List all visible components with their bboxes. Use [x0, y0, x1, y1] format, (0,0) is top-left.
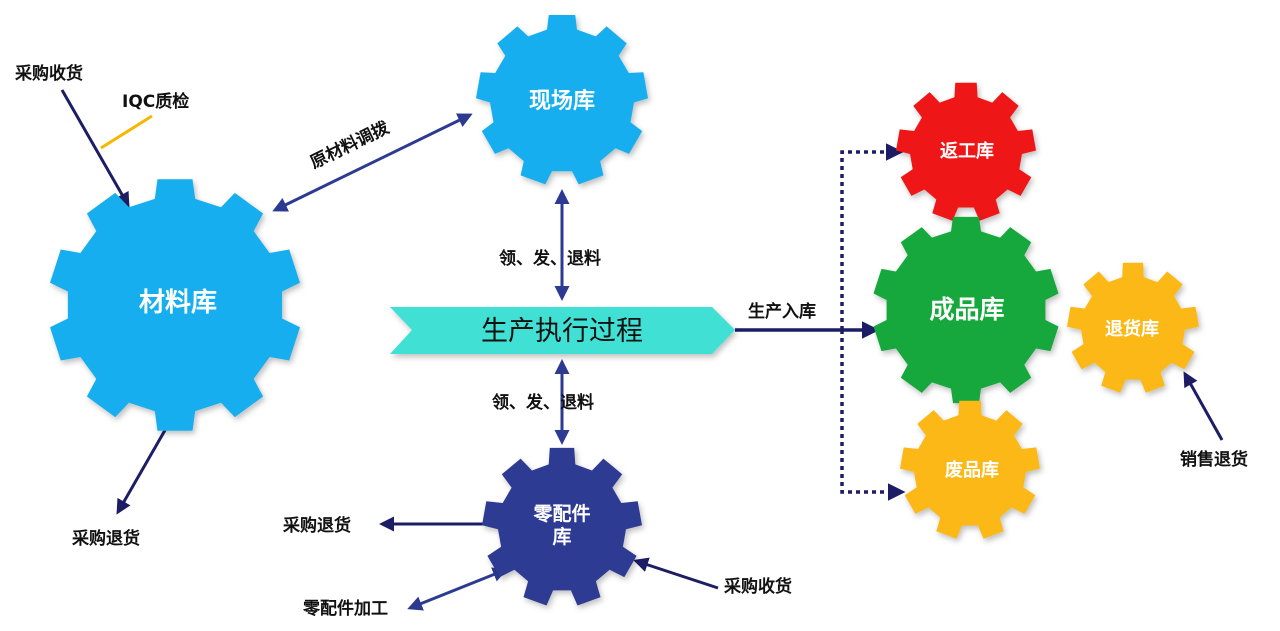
gear-label-parts-line2: 库 [552, 525, 571, 548]
arrow-parts-purchase-receive [633, 557, 719, 590]
label-iqc: IQC质检 [122, 91, 189, 112]
label-purchase-receive: 采购收货 [14, 63, 83, 84]
gear-parts[interactable] [482, 447, 642, 606]
arrow-purchase-receive [60, 89, 130, 208]
production-banner[interactable]: 生产执行过程 [390, 307, 735, 354]
gear-rework[interactable] [896, 82, 1036, 221]
label-production-in: 生产入库 [748, 301, 816, 322]
label-purchase-return: 采购退货 [71, 528, 140, 549]
gear-labels: 材料库 现场库 零配件 库 返工库 成品库 退货库 废品库 [139, 89, 1159, 548]
gear-scrap[interactable] [900, 400, 1040, 539]
gear-site[interactable] [476, 15, 648, 185]
label-parts-purchase-receive: 采购收货 [723, 576, 792, 597]
banner-shape [390, 307, 735, 354]
banner-label: 生产执行过程 [481, 316, 643, 347]
gear-finished[interactable] [873, 216, 1059, 404]
gear-label-returns: 退货库 [1105, 318, 1159, 340]
gear-label-finished: 成品库 [929, 295, 1004, 324]
gear-label-parts-line1: 零配件 [532, 502, 590, 525]
gear-materials[interactable] [50, 179, 300, 431]
arrow-materials-purchase-return [116, 417, 174, 515]
label-parts-processing: 零配件加工 [302, 598, 388, 619]
label-issue-return-bottom: 领、发、退料 [492, 392, 594, 413]
gear-label-rework: 返工库 [940, 140, 994, 162]
arrow-parts-processing [407, 567, 508, 611]
gears [50, 15, 1199, 606]
label-parts-purchase-return: 采购退货 [282, 515, 351, 536]
arrow-sales-return [1183, 371, 1224, 441]
label-sales-return: 销售退货 [1180, 449, 1248, 470]
gear-label-scrap: 废品库 [945, 459, 999, 481]
label-raw-transfer: 原材料调拨 [307, 117, 394, 174]
gear-label-materials: 材料库 [139, 288, 217, 318]
gear-label-site: 现场库 [529, 89, 595, 114]
iqc-line [100, 114, 153, 150]
arrow-raw-transfer [272, 113, 473, 212]
gear-returns[interactable] [1067, 262, 1199, 393]
dotted-branch-rework [840, 143, 904, 330]
dotted-branch-scrap [840, 330, 906, 501]
label-issue-return-top: 领、发、退料 [499, 248, 601, 269]
connectors [60, 89, 1224, 611]
